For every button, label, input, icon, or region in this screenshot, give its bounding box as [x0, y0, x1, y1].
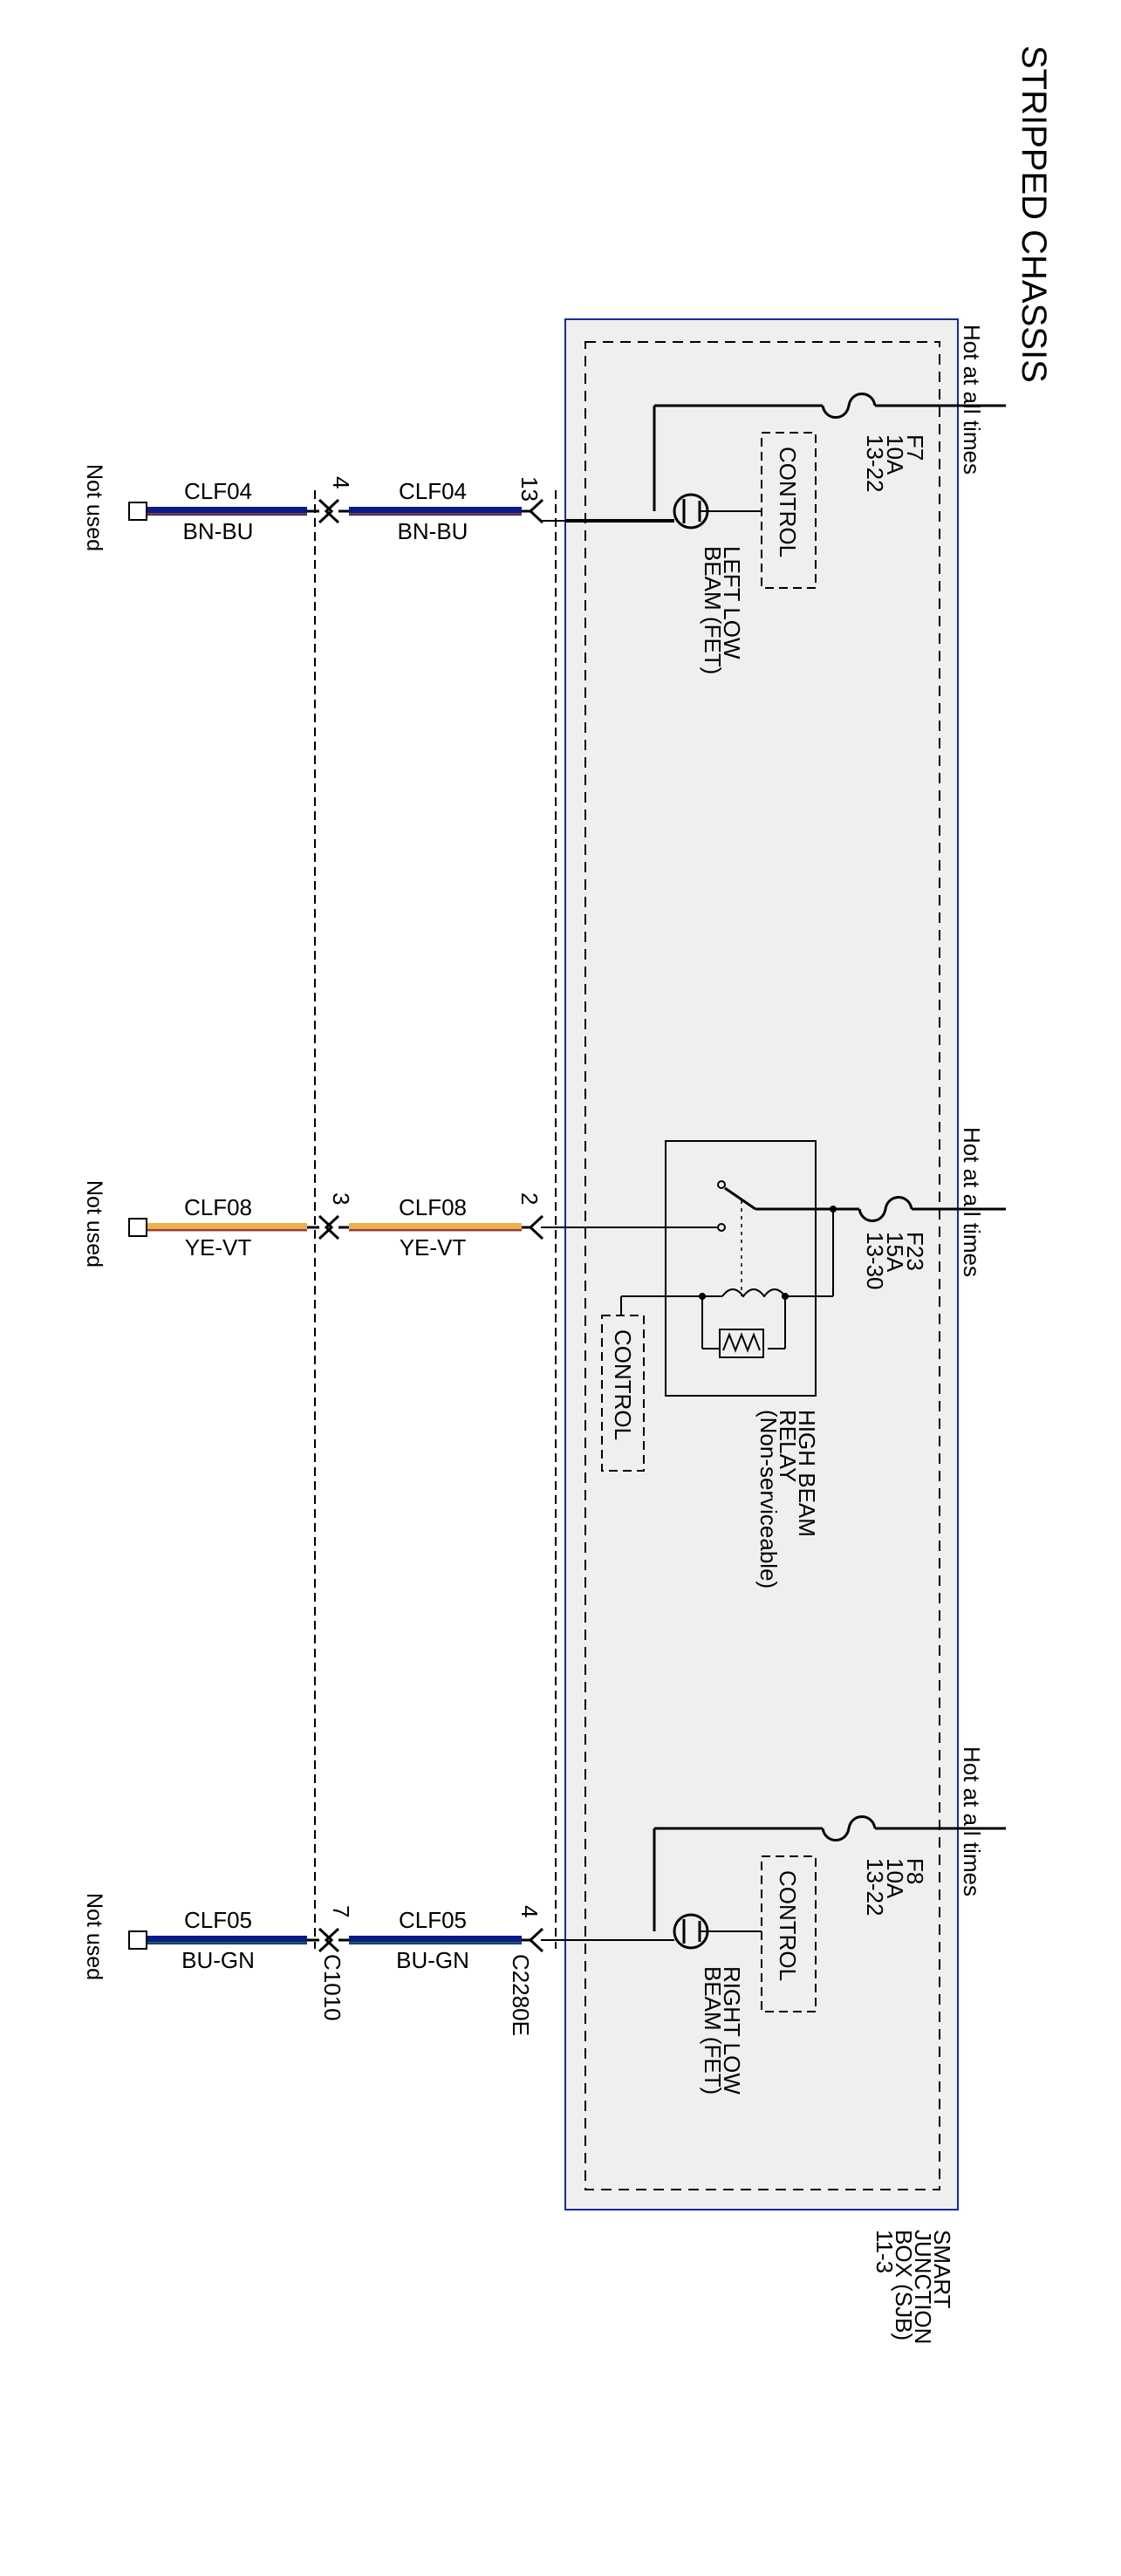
left-low-beam-label: LEFT LOW BEAM (FET) — [700, 546, 745, 674]
relay-control-box — [601, 1315, 645, 1472]
diagram-title: STRIPPED CHASSIS — [1015, 45, 1053, 383]
fuse-f23-symbol — [858, 1196, 913, 1222]
hot-label-f7: Hot at all times — [959, 325, 985, 475]
sjb-label: SMART JUNCTION BOX (SJB) 11-3 — [872, 2230, 955, 2344]
fuse-label-f23: F23 15A 13-30 — [862, 1232, 928, 1290]
clf05-end-terminal — [128, 1930, 147, 1950]
clf04-connector-c1010-glyph-a — [318, 498, 334, 524]
clf04-end-label: Not used — [82, 464, 106, 551]
high-beam-relay-circuit — [541, 1140, 1006, 1472]
relay-coil-symbol — [699, 1288, 789, 1358]
left-fet-line-2: BEAM (FET) — [700, 546, 726, 674]
clf05-circuit-label-outer: CLF05 — [184, 1907, 252, 1933]
clf08-circuit-label-outer: CLF08 — [184, 1194, 252, 1220]
clf08-wire-segment-2 — [140, 1223, 307, 1232]
right-fet-line-2: BEAM (FET) — [700, 1966, 726, 2094]
relay-label-line-3: (Non-serviceable) — [755, 1410, 782, 1589]
clf08-wire-segment-1 — [349, 1223, 522, 1232]
high-beam-relay-label: HIGH BEAM RELAY (Non-serviceable) — [755, 1410, 820, 1589]
clf04-wire-segment-2 — [140, 507, 307, 516]
right-low-beam-label: RIGHT LOW BEAM (FET) — [700, 1966, 745, 2094]
clf04-circuit-label-inner: CLF04 — [399, 478, 467, 504]
fuse-f7-rating: 10A — [882, 434, 908, 475]
clf08-pin-inner: 2 — [516, 1192, 543, 1205]
clf05-wire-segment-1 — [349, 1936, 522, 1944]
sjb-inner-dashed-box — [584, 341, 940, 2190]
clf05-color-code-inner: BU-GN — [396, 1947, 469, 1973]
clf08-connector-c1010-glyph-a — [318, 1214, 334, 1240]
fuse-f8-ref: 13-22 — [862, 1858, 888, 1917]
clf05-pin-inner: 4 — [516, 1905, 543, 1917]
relay-switch-symbol — [717, 1180, 756, 1296]
fuse-f8-symbol — [821, 1815, 877, 1841]
fuse-f23-rating: 15A — [882, 1232, 908, 1273]
right-low-beam-circuit — [541, 1815, 1006, 2012]
hot-label-f8: Hot at all times — [959, 1746, 985, 1896]
high-beam-relay-box — [665, 1140, 817, 1397]
left-fet-line-1: LEFT LOW — [719, 546, 745, 659]
clf04-circuit-label-outer: CLF04 — [184, 478, 252, 504]
clf08-circuit-label-inner: CLF08 — [399, 1194, 467, 1220]
fuse-label-f8: F8 10A 13-22 — [862, 1858, 928, 1917]
fuse-f8-id: F8 — [902, 1858, 928, 1884]
right-control-box — [761, 1855, 817, 2012]
clf04-connector-c2280e-glyph — [528, 498, 544, 524]
fuse-f23-id: F23 — [902, 1232, 928, 1271]
right-fet-line-1: RIGHT LOW — [719, 1966, 745, 2094]
clf08-connector-c1010-glyph-b — [324, 1214, 340, 1240]
clf04-end-terminal — [128, 502, 147, 521]
clf08-end-terminal — [128, 1218, 147, 1237]
clf05-color-code-outer: BU-GN — [181, 1947, 255, 1973]
fuse-f23-ref: 13-30 — [862, 1232, 888, 1290]
fuse-f8-rating: 10A — [882, 1858, 908, 1899]
clf04-pin-outer: 4 — [328, 476, 354, 489]
clf05-end-label: Not used — [82, 1893, 106, 1980]
fuse-f7-ref: 13-22 — [862, 434, 888, 493]
clf04-wire-segment-1 — [349, 507, 522, 516]
sjb-label-line-1: SMART — [929, 2230, 955, 2309]
fuse-f7-id: F7 — [902, 434, 928, 461]
clf05-wire-segment-2 — [140, 1936, 307, 1944]
connector-c2280e-label: C2280E — [508, 1954, 534, 2036]
clf04-pin-inner: 13 — [516, 476, 543, 502]
clf04-color-code-outer: BN-BU — [183, 518, 254, 544]
control-label-right: CONTROL — [775, 1870, 801, 1981]
fuse-f7-symbol — [821, 393, 877, 419]
clf08-connector-c2280e-glyph — [528, 1214, 544, 1240]
sjb-label-line-2: JUNCTION — [910, 2230, 936, 2344]
sjb-label-line-3: BOX (SJB) — [891, 2230, 917, 2340]
clf04-color-code-inner: BN-BU — [398, 518, 468, 544]
clf05-connector-c2280e-glyph — [528, 1927, 544, 1953]
clf05-circuit-label-inner: CLF05 — [399, 1907, 467, 1933]
hot-label-f23: Hot at all times — [959, 1127, 985, 1277]
connector-c1010-label: C1010 — [319, 1954, 345, 2021]
clf05-connector-c1010-glyph-a — [318, 1927, 334, 1953]
right-low-beam-fet-symbol — [673, 1913, 762, 1950]
left-control-box — [761, 432, 817, 589]
fuse-label-f7: F7 10A 13-22 — [862, 434, 928, 493]
left-low-beam-fet-symbol — [673, 493, 762, 530]
control-label-relay: CONTROL — [610, 1329, 636, 1440]
clf08-color-code-inner: YE-VT — [400, 1234, 467, 1261]
clf08-end-label: Not used — [82, 1180, 106, 1268]
clf05-pin-outer: 7 — [328, 1905, 354, 1917]
clf08-color-code-outer: YE-VT — [185, 1234, 252, 1261]
clf04-connector-c1010-glyph-b — [324, 498, 340, 524]
relay-label-line-1: HIGH BEAM — [794, 1410, 820, 1537]
relay-label-line-2: RELAY — [775, 1410, 801, 1482]
clf05-connector-c1010-glyph-b — [324, 1927, 340, 1953]
left-low-beam-circuit — [541, 393, 1006, 589]
sjb-label-line-4: 11-3 — [872, 2230, 898, 2273]
control-label-left: CONTROL — [775, 447, 801, 557]
clf08-pin-outer: 3 — [328, 1192, 354, 1205]
